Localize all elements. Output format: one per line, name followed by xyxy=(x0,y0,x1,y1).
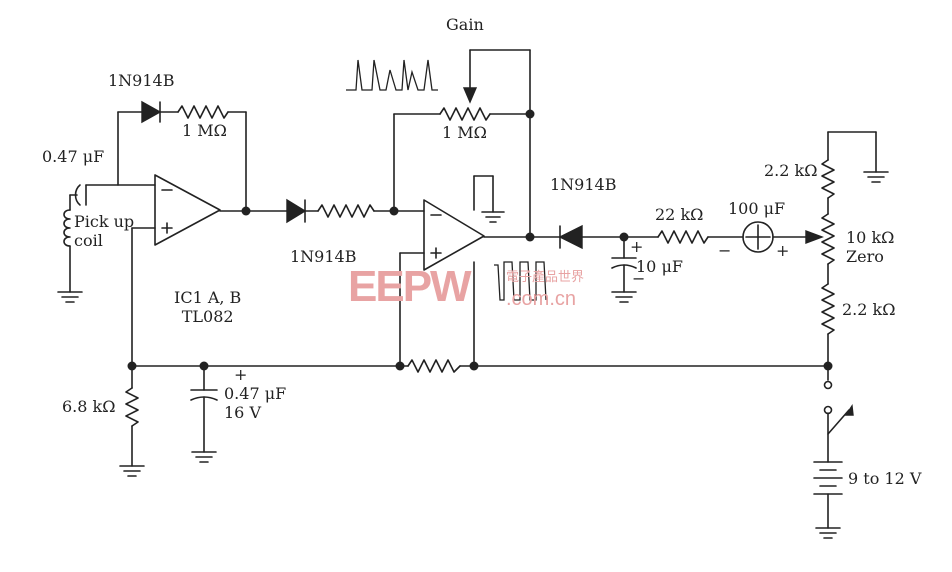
op-amp-ic1b xyxy=(399,175,561,367)
bias-capacitor-plus-mark: + xyxy=(234,365,248,384)
resistor-1meg-feedback-label: 1 MΩ xyxy=(182,121,227,140)
output-waveform-icon xyxy=(494,261,547,301)
pickup-coil-label: Pick up coil xyxy=(74,212,135,250)
watermark-logo: EEPW xyxy=(348,262,472,311)
diode-d1 xyxy=(117,100,179,186)
diode-d3-label: 1N914B xyxy=(550,175,617,194)
cap-10uf-plus-mark: + xyxy=(630,237,644,256)
zero-potentiometer-chain xyxy=(821,131,889,367)
diode-d3 xyxy=(558,224,659,250)
resistor-2k2-top-label: 2.2 kΩ xyxy=(764,161,818,180)
resistor-6k8-label: 6.8 kΩ xyxy=(62,397,116,416)
watermark-chinese: 電子產品世界 xyxy=(506,269,585,284)
meter-label: 100 μF xyxy=(728,199,786,218)
capacitor-10uf-label: 10 μF xyxy=(636,257,683,276)
battery xyxy=(813,461,843,539)
meter xyxy=(742,221,824,253)
bias-capacitor xyxy=(190,365,218,463)
capacitor-10uf xyxy=(611,236,637,303)
gain-pot-label: 1 MΩ xyxy=(442,123,487,142)
meter-minus-mark: − xyxy=(718,241,732,260)
pickup-coil xyxy=(63,194,71,293)
resistor-22k-label: 22 kΩ xyxy=(655,205,704,224)
resistor-6k8 xyxy=(119,365,145,477)
gain-label: Gain xyxy=(446,15,484,34)
resistor-2k2-bottom-label: 2.2 kΩ xyxy=(842,300,896,319)
op-amp-ic1a xyxy=(131,174,301,367)
input-capacitor xyxy=(69,184,156,206)
zero-pot-label: 10 kΩ Zero xyxy=(846,228,895,266)
meter-plus-mark: + xyxy=(776,241,790,260)
watermark-url: .com.cn xyxy=(506,288,577,310)
diode-d2-label: 1N914B xyxy=(290,247,357,266)
power-switch xyxy=(823,365,854,463)
resistor-ic1b-input xyxy=(317,204,425,218)
cap-10uf-minus-mark: − xyxy=(632,269,646,288)
diode-d1-label: 1N914B xyxy=(108,71,175,90)
input-waveform-icon xyxy=(346,59,438,91)
resistor-1meg-feedback xyxy=(177,105,247,212)
input-capacitor-label: 0.47 μF xyxy=(42,147,105,166)
gain-potentiometer xyxy=(393,49,535,238)
resistor-22k xyxy=(657,230,744,244)
diode-d2 xyxy=(286,198,319,224)
battery-label: 9 to 12 V xyxy=(848,469,922,488)
ic-label: IC1 A, B TL082 xyxy=(174,288,242,326)
bias-capacitor-label: 0.47 μF 16 V xyxy=(224,384,287,422)
ground-symbol xyxy=(57,291,83,303)
